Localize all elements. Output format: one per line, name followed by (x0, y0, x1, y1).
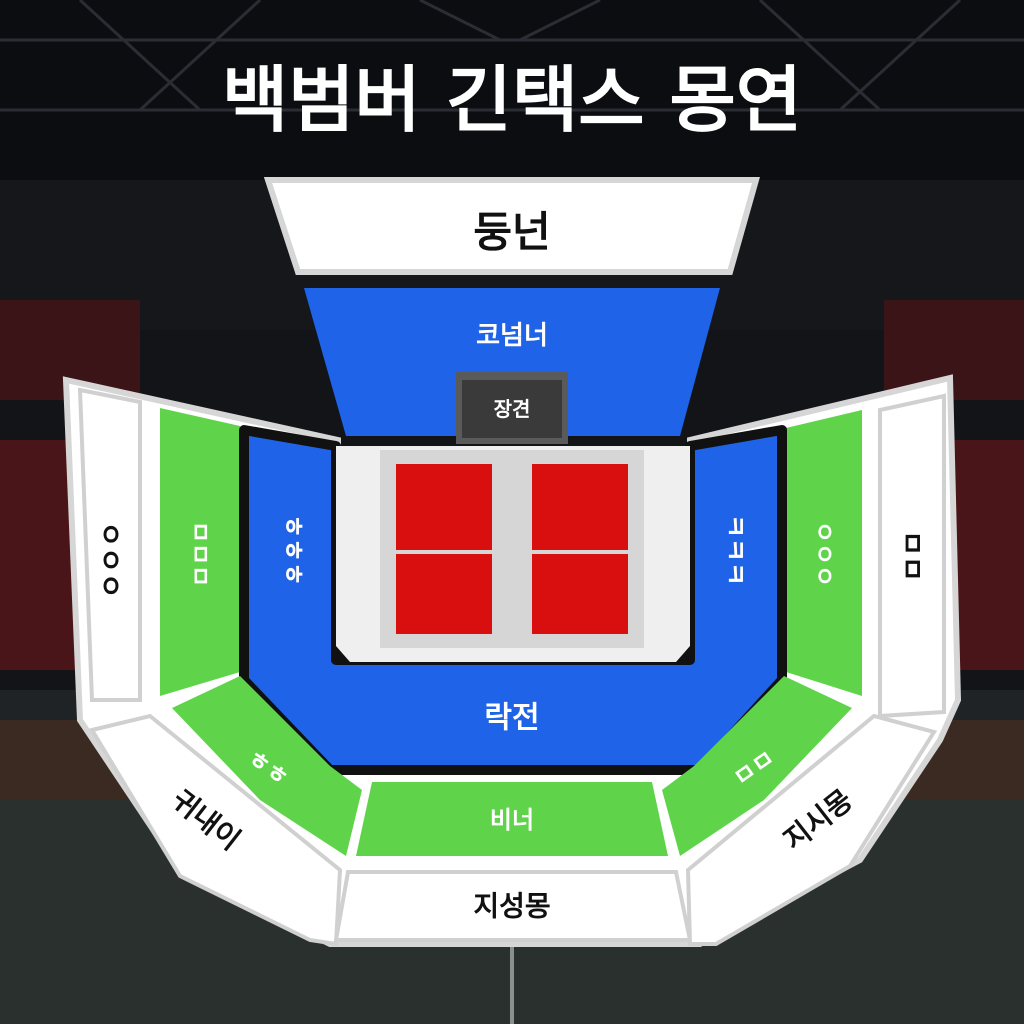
section-right-green[interactable] (786, 410, 862, 696)
section-top-blue[interactable] (304, 288, 720, 436)
section-top-white-label: 둥넌 (473, 208, 550, 257)
section-left-green[interactable] (160, 408, 240, 696)
floor-block-a[interactable] (396, 464, 492, 550)
section-bottom-green[interactable] (356, 782, 668, 856)
stage (462, 380, 562, 438)
section-bottom-white-label: 지성몽 (473, 890, 550, 923)
section-right-outer-label: ㅁㅁ (896, 530, 929, 582)
section-bottom-left-green[interactable] (172, 676, 362, 856)
section-bottom-right-green[interactable] (662, 676, 852, 856)
section-right-outer[interactable] (878, 393, 946, 719)
section-left-outer[interactable] (77, 387, 142, 702)
section-right-green-label: ㅇㅇㅇ (810, 521, 838, 587)
section-left-blue-label: ㅎㅎㅎ (277, 514, 307, 586)
floor-block-b[interactable] (532, 464, 628, 550)
floor-block-c[interactable] (396, 554, 492, 634)
section-bottom-left-white[interactable] (88, 713, 343, 947)
section-top-blue-label: 코넘너 (476, 321, 548, 351)
section-bottom-green-label: 비너 (490, 806, 534, 834)
stage-label: 장견 (494, 397, 531, 421)
section-top-white[interactable] (263, 177, 760, 275)
section-left-green-label: ㅁㅁㅁ (186, 521, 214, 587)
section-bottom-blue-label: 락전 (484, 701, 539, 736)
section-left-outer-label: ㅇㅇㅇ (94, 521, 127, 598)
floor-block-d[interactable] (532, 554, 628, 634)
map-title: 백범버 긴택스 몽연 (222, 58, 802, 142)
section-bottom-right-white[interactable] (685, 713, 938, 946)
section-right-blue-label: ㅋㅋㅋ (719, 514, 749, 586)
